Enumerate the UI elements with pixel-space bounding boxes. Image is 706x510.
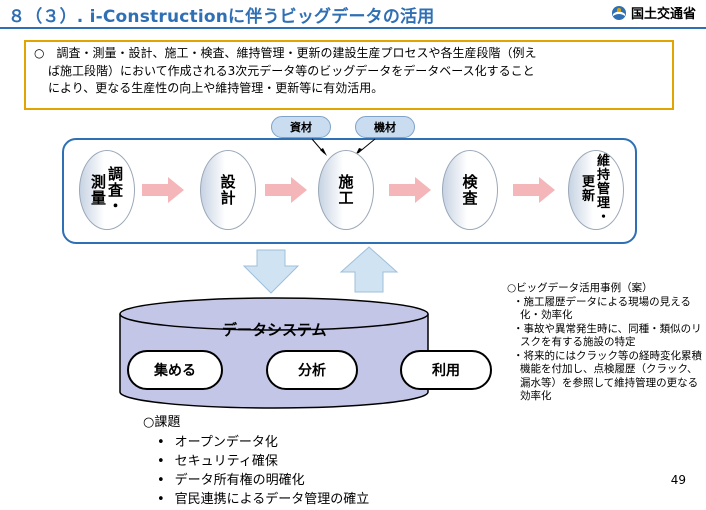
down-arrow	[242, 249, 300, 294]
issues-heading: ○課題	[143, 415, 181, 430]
page-number: 49	[670, 473, 686, 487]
issues-section: ○課題 オープンデータ化 セキュリティ確保 データ所有権の明確化 官民連携による…	[143, 411, 369, 510]
issue-item: データ所有権の明確化	[157, 472, 369, 489]
summary-line-3: により、更なる生産性の向上や維持管理・更新等に有効活用。	[48, 81, 384, 95]
ministry-logo: 国土交通省	[611, 3, 696, 22]
collect-oval: 集める	[127, 350, 223, 390]
process-arrow-1	[142, 177, 184, 203]
issues-list: オープンデータ化 セキュリティ確保 データ所有権の明確化 官民連携によるデータ管…	[157, 434, 370, 508]
stage-maintenance: 更新 維持管理・	[568, 150, 624, 230]
summary-box: ○ 調査・測量・設計、施工・検査、維持管理・更新の建設生産プロセスや各生産段階（…	[24, 40, 674, 110]
summary-line-2: ば施工段階）において作成される3次元データ等のビッグデータをデータベース化するこ…	[48, 63, 535, 78]
analyze-oval: 分析	[266, 350, 358, 390]
example-item: ・事故や異常発生時に、同種・類似のリスクを有する施設の特定	[513, 322, 702, 349]
process-arrow-2	[265, 177, 307, 203]
issue-item: オープンデータ化	[157, 434, 369, 451]
stage-survey: 測量 調査・	[79, 150, 135, 230]
issue-item: 官民連携によるデータ管理の確立	[157, 491, 370, 508]
stage-construction: 施工	[318, 150, 374, 230]
issue-item: セキュリティ確保	[157, 453, 369, 470]
stage-inspection: 検査	[442, 150, 498, 230]
summary-line-1: ○ 調査・測量・設計、施工・検査、維持管理・更新の建設生産プロセスや各生産段階（…	[34, 46, 537, 60]
equipment-connector	[357, 138, 376, 154]
up-arrow	[339, 246, 399, 293]
examples-section: ○ビッグデータ活用事例（案） ・施工履歴データによる現場の見える化・効率化 ・事…	[507, 282, 702, 404]
use-oval: 利用	[400, 350, 492, 390]
equipment-pill: 機材	[355, 116, 415, 138]
stage-design: 設計	[200, 150, 256, 230]
examples-heading: ○ビッグデータ活用事例（案）	[507, 282, 653, 294]
title-underline	[0, 27, 706, 29]
process-arrow-3	[389, 177, 431, 203]
example-item: ・施工履歴データによる現場の見える化・効率化	[513, 295, 691, 322]
materials-pill: 資材	[271, 116, 331, 138]
ministry-emblem-icon	[611, 5, 626, 20]
page-title: ８（３）. i-Constructionに伴うビッグデータの活用	[8, 7, 435, 27]
database-label: データシステム	[222, 321, 327, 339]
example-item: ・将来的にはクラック等の経時変化累積機能を付加し、点検履歴（クラック、漏水等）を…	[513, 349, 702, 403]
process-arrow-4	[513, 177, 555, 203]
ministry-name: 国土交通省	[630, 7, 696, 22]
